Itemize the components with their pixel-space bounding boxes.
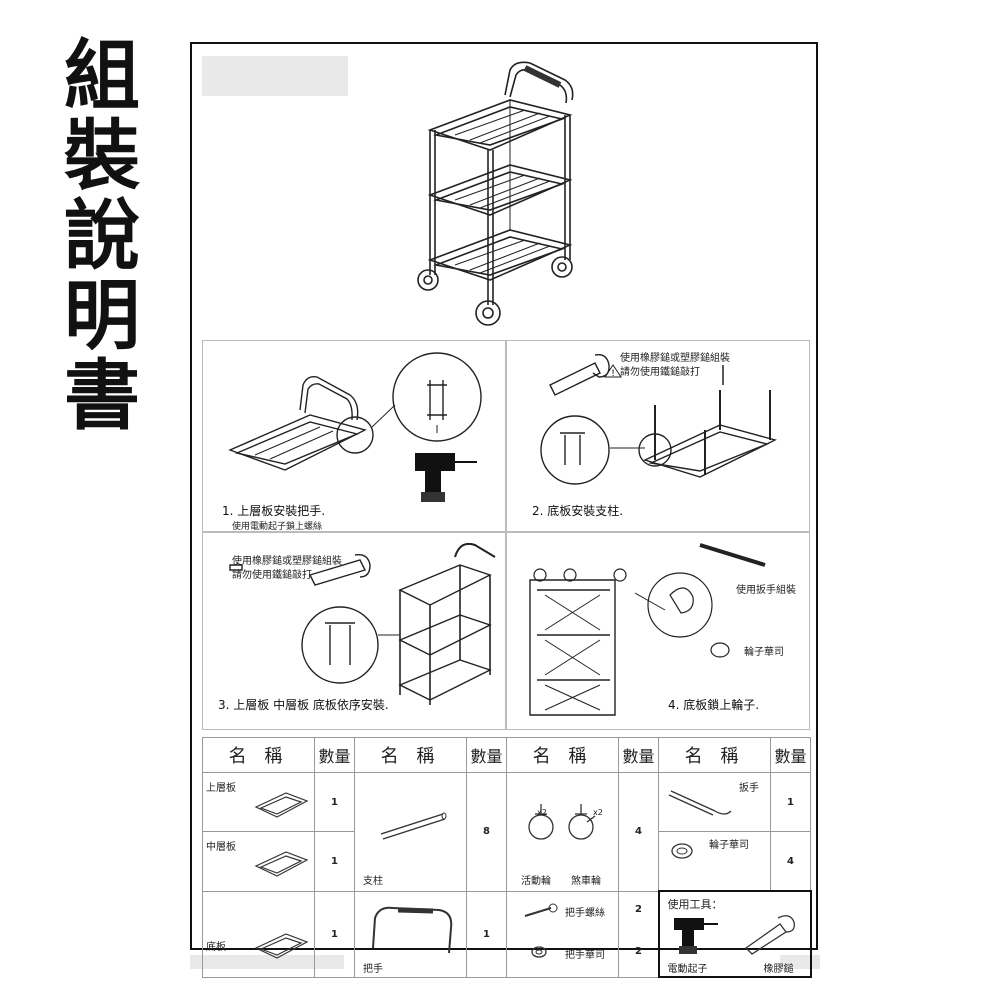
step-3-note-2: 請勿使用鐵鎚敲打	[232, 570, 312, 581]
step-3-label: 3. 上層板 中層板 底板依序安裝.	[218, 698, 389, 712]
part-wrench: 扳手	[658, 772, 771, 832]
qty-post: 8	[466, 772, 507, 892]
caster-count: x2	[537, 807, 547, 817]
part-casters: x2 x2 活動輪 煞車輪	[506, 772, 619, 892]
header-name: 名 稱	[202, 737, 315, 773]
part-middle-shelf: 中層板	[202, 831, 315, 892]
step-2-label: 2. 底板安裝支柱.	[532, 504, 624, 518]
step-4-illustration	[529, 543, 766, 716]
step-4-panel	[506, 532, 810, 730]
mallet-icon	[744, 915, 795, 955]
step-4-label: 4. 底板鎖上輪子.	[668, 698, 760, 712]
header-qty: 數量	[770, 737, 811, 773]
part-wheel-washer: 輪子華司	[658, 831, 771, 892]
part-label: 上層板	[206, 783, 236, 794]
wrench-icon	[668, 790, 732, 816]
qty-washer: 2	[635, 946, 642, 957]
step-1-label: 1. 上層板安裝把手.	[222, 504, 326, 518]
part-label: 活動輪	[521, 875, 551, 887]
step-1-note: 使用電動起子鎖上螺絲	[232, 522, 323, 532]
title-char: 裝	[64, 111, 140, 200]
qty-handle: 1	[466, 890, 507, 978]
tools-label: 使用工具：	[667, 898, 723, 911]
document-title: 組 裝 說 明 書	[60, 36, 144, 436]
header-qty: 數量	[314, 737, 355, 773]
washer-icon	[671, 843, 693, 859]
part-handle: 把手	[354, 890, 467, 978]
step-3-illustration	[229, 542, 496, 705]
header-name: 名 稱	[506, 737, 619, 773]
part-label: 中層板	[206, 842, 236, 854]
part-label: 底板	[206, 942, 226, 953]
step-2-panel	[506, 340, 810, 532]
step-4-washer-note: 輪子華司	[744, 647, 784, 658]
handle-icon	[372, 906, 453, 954]
header-qty: 數量	[466, 737, 507, 773]
part-label: 扳手	[739, 783, 759, 794]
tool-label: 橡膠鎚	[763, 964, 794, 975]
washer-icon	[531, 946, 547, 958]
svg-text:!: !	[611, 369, 615, 379]
assembled-cart-illustration	[417, 61, 574, 326]
step-1-panel	[202, 340, 506, 532]
part-top-shelf: 上層板	[202, 772, 315, 832]
drill-icon	[673, 918, 718, 954]
screw-icon	[524, 903, 558, 917]
post-icon	[380, 812, 447, 840]
shelf-icon	[254, 851, 309, 877]
shelf-icon	[254, 792, 309, 818]
part-label: 把手	[363, 964, 383, 975]
header-name: 名 稱	[658, 737, 771, 773]
part-screw-washer: 把手螺絲 把手華司	[506, 890, 619, 978]
tools-box: 使用工具： 電動起子 橡膠鎚	[657, 890, 812, 978]
step-3-note-1: 使用橡膠鎚或塑膠鎚組裝	[232, 556, 342, 567]
header-qty: 數量	[618, 737, 659, 773]
shelf-icon	[254, 933, 309, 959]
step-4-wrench-note: 使用扳手組裝	[736, 585, 796, 596]
part-label: 支柱	[363, 875, 383, 887]
part-label: 把手華司	[565, 950, 605, 961]
part-bottom-shelf: 底板	[202, 890, 315, 978]
qty-bottom-shelf: 1	[314, 890, 355, 978]
part-label: 輪子華司	[709, 840, 749, 851]
step-2-note-1: 使用橡膠鎚或塑膠鎚組裝	[620, 353, 730, 364]
step-2-illustration: !	[540, 354, 777, 485]
title-char: 書	[64, 351, 140, 440]
qty-screw-washer: 2 2	[618, 890, 659, 978]
parts-table: 名 稱 數量 名 稱 數量 名 稱 數量 名 稱 數量 上層板 1 支柱 8	[202, 737, 812, 978]
step-1-illustration	[228, 352, 482, 502]
tool-label: 電動起子	[667, 964, 708, 975]
blurred-logo	[202, 56, 348, 96]
qty-wheel-washer: 4	[770, 831, 811, 892]
part-label: 煞車輪	[571, 875, 601, 887]
part-post: 支柱	[354, 772, 467, 892]
step-2-note-2: 請勿使用鐵鎚敲打	[620, 367, 700, 378]
qty-middle-shelf: 1	[314, 831, 355, 892]
title-char: 明	[64, 271, 140, 360]
caster-icon	[528, 803, 596, 840]
qty-wrench: 1	[770, 772, 811, 832]
part-label: 把手螺絲	[565, 908, 605, 919]
step-3-panel	[202, 532, 506, 730]
title-char: 說	[64, 191, 140, 280]
qty-screw: 2	[635, 904, 642, 915]
qty-top-shelf: 1	[314, 772, 355, 832]
qty-casters: 4	[618, 772, 659, 892]
header-name: 名 稱	[354, 737, 467, 773]
title-char: 組	[64, 31, 140, 120]
caster-count: x2	[593, 807, 603, 817]
